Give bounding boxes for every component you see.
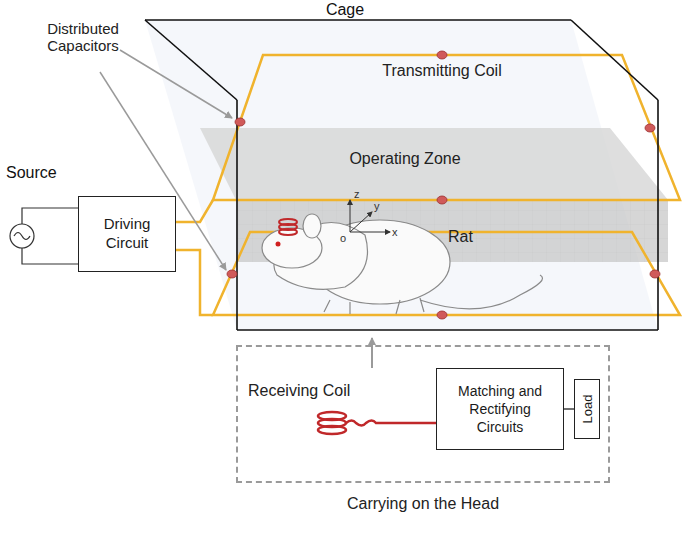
- driving-circuit-box: Driving Circuit: [78, 196, 176, 272]
- label-text: Source: [6, 164, 57, 182]
- wire-connector: [564, 408, 574, 409]
- label-text: x: [392, 226, 398, 239]
- label-text: Cage: [326, 1, 364, 19]
- node-text: Carrying on the Head: [238, 495, 608, 513]
- label-text: z: [354, 188, 360, 201]
- node-text: Load: [580, 395, 595, 424]
- label-text: y: [374, 200, 380, 213]
- label-text: Distributed Capacitors: [28, 20, 138, 55]
- node-text: Matching and Rectifying Circuits: [445, 382, 555, 437]
- label-text: o: [340, 232, 346, 245]
- label-text: Rat: [448, 228, 473, 246]
- label-text: Transmitting Coil: [382, 62, 501, 80]
- node-text: Driving Circuit: [85, 215, 169, 253]
- matching-box: Matching and Rectifying Circuits: [436, 368, 564, 450]
- label-text: Operating Zone: [349, 150, 460, 168]
- label-text: Receiving Coil: [248, 382, 350, 400]
- head-carrier-box: Carrying on the HeadMatching and Rectify…: [236, 345, 610, 483]
- load-box: Load: [574, 379, 600, 439]
